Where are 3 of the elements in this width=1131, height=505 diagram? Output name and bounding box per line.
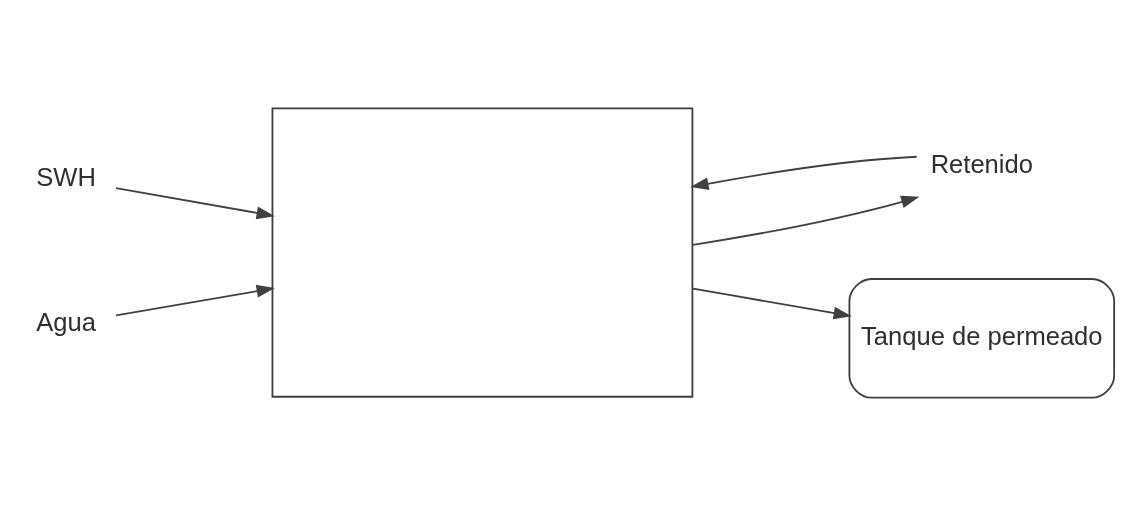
node-text: SWH: [36, 162, 96, 191]
node-text: Agua: [36, 307, 96, 336]
node-text: Retenido: [930, 149, 1033, 178]
